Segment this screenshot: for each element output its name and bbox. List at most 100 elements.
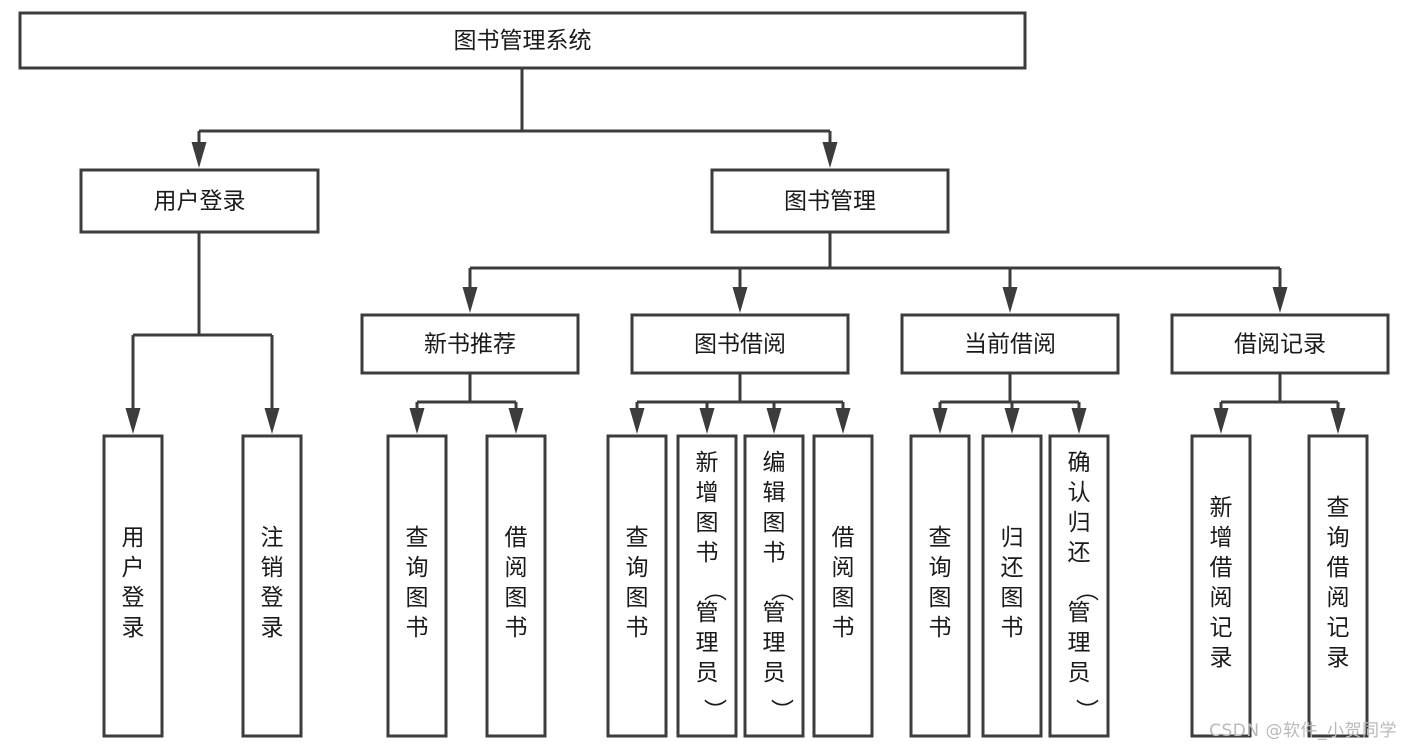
node-label-char: 书 [696, 540, 719, 566]
node-box[interactable] [1307, 434, 1369, 738]
node-box[interactable] [630, 313, 850, 375]
node-label-char: 询 [929, 555, 952, 581]
node-label-char: 借 [505, 525, 528, 551]
node-label-char: 查 [1327, 495, 1350, 521]
arrowhead-icon [409, 408, 425, 434]
connector-user-login-to-leaves [125, 232, 280, 434]
node-label-char: 查 [929, 525, 952, 551]
node-label-char: 询 [1327, 525, 1350, 551]
node-label-char: 图 [626, 585, 649, 611]
node-label-char: 书 [763, 540, 786, 566]
node-label-char: 户 [122, 555, 145, 581]
node-borrow-records[interactable]: 借阅记录 [1170, 313, 1390, 375]
connector-current-borrow-to-leaves [932, 373, 1087, 434]
node-label-char: ） [1073, 699, 1099, 722]
arrowhead-icon [1330, 408, 1346, 434]
node-label-char: 图 [832, 585, 855, 611]
node-label-char: ） [701, 699, 727, 722]
node-box[interactable] [360, 313, 580, 375]
node-label-char: 书 [505, 615, 528, 641]
node-user-login[interactable]: 用户登录 [79, 168, 320, 234]
arrowhead-icon [1002, 287, 1018, 313]
node-label-char: 图 [929, 585, 952, 611]
arrowhead-icon [1213, 408, 1229, 434]
node-label-char: 员 [696, 660, 719, 686]
arrowhead-icon [629, 408, 645, 434]
node-label-char: 查 [626, 525, 649, 551]
node-box[interactable] [1170, 313, 1390, 375]
node-box[interactable] [102, 434, 164, 738]
arrowhead-icon [835, 408, 851, 434]
node-box[interactable] [1190, 434, 1252, 738]
node-box[interactable] [1048, 434, 1110, 738]
arrowhead-icon [766, 408, 782, 434]
node-label-char: 新 [696, 450, 719, 476]
node-label: 新书推荐 [424, 332, 516, 358]
node-label-char: 借 [1327, 555, 1350, 581]
node-label-char: 书 [406, 615, 429, 641]
node-label-char: 阅 [1327, 585, 1350, 611]
node-label-char: 书 [626, 615, 649, 641]
node-label-char: 管 [1068, 600, 1091, 626]
node-current-borrow[interactable]: 当前借阅 [900, 313, 1120, 375]
node-box[interactable] [981, 434, 1043, 738]
node-label-char: 销 [261, 555, 284, 581]
node-label: 图书管理 [784, 189, 876, 215]
node-label-char: 用 [122, 525, 145, 551]
arrowhead-icon [264, 408, 280, 434]
node-label: 借阅记录 [1234, 332, 1326, 358]
node-box[interactable] [676, 434, 738, 738]
node-label-char: 登 [122, 585, 145, 611]
node-label-char: 图 [1001, 585, 1024, 611]
node-book-management[interactable]: 图书管理 [710, 168, 950, 234]
connector-layer [125, 68, 1346, 434]
node-label-char: 理 [696, 630, 719, 656]
node-leaf-user-login[interactable]: 用户登录 [102, 434, 164, 738]
node-label-char: 管 [763, 600, 786, 626]
node-label-char: （ [768, 579, 794, 602]
connector-root-to-level2 [191, 68, 838, 168]
node-box[interactable] [79, 168, 320, 234]
node-box[interactable] [909, 434, 971, 738]
node-box[interactable] [241, 434, 303, 738]
node-box[interactable] [485, 434, 547, 738]
node-root[interactable]: 图书管理系统 [18, 11, 1027, 70]
node-label-char: 图 [696, 510, 719, 536]
node-label-char: 询 [626, 555, 649, 581]
node-label-char: 增 [696, 480, 719, 506]
arrowhead-icon [822, 142, 838, 168]
node-label-char: ） [768, 699, 794, 722]
arrowhead-icon [699, 408, 715, 434]
node-label: 图书管理系统 [454, 28, 592, 54]
node-label-char: 查 [406, 525, 429, 551]
node-box[interactable] [710, 168, 950, 234]
node-label-char: 书 [929, 615, 952, 641]
arrowhead-icon [932, 408, 948, 434]
node-label-char: 书 [1001, 615, 1024, 641]
node-box[interactable] [606, 434, 668, 738]
node-box[interactable] [743, 434, 805, 738]
node-label-char: 阅 [832, 555, 855, 581]
connector-new-book-recommend-to-leaves [409, 373, 524, 434]
node-box[interactable] [386, 434, 448, 738]
node-book-borrow[interactable]: 图书借阅 [630, 313, 850, 375]
node-box[interactable] [812, 434, 874, 738]
node-label-char: 借 [832, 525, 855, 551]
arrowhead-icon [462, 287, 478, 313]
node-new-book-recommend[interactable]: 新书推荐 [360, 313, 580, 375]
node-box[interactable] [18, 11, 1027, 70]
node-box[interactable] [900, 313, 1120, 375]
